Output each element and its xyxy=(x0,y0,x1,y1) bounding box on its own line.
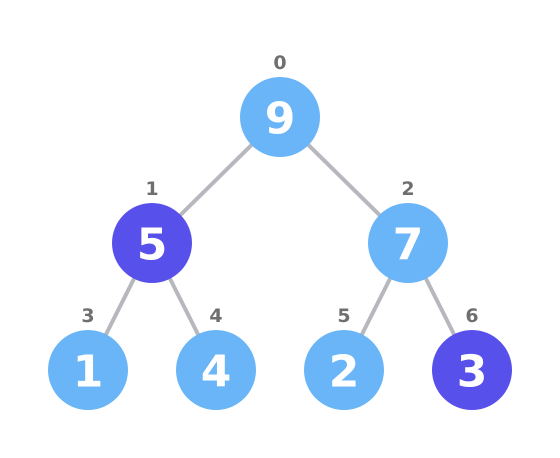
tree-node-6: 36 xyxy=(432,305,512,410)
tree-node-4: 44 xyxy=(176,305,256,410)
node-value: 1 xyxy=(73,347,104,398)
node-circle xyxy=(368,203,448,283)
node-value: 3 xyxy=(457,347,488,398)
node-index-label: 5 xyxy=(337,305,350,327)
highlighted-node-circle xyxy=(112,203,192,283)
node-circle xyxy=(48,330,128,410)
node-index-label: 6 xyxy=(465,305,478,327)
tree-node-1: 51 xyxy=(112,178,192,283)
node-index-label: 4 xyxy=(209,305,222,327)
node-value: 7 xyxy=(393,220,424,271)
node-value: 2 xyxy=(329,347,360,398)
node-circle xyxy=(304,330,384,410)
node-index-label: 0 xyxy=(273,52,286,74)
node-value: 4 xyxy=(201,347,232,398)
node-index-label: 1 xyxy=(145,178,158,200)
tree-node-3: 13 xyxy=(48,305,128,410)
node-index-label: 3 xyxy=(81,305,94,327)
tree-node-2: 72 xyxy=(368,178,448,283)
tree-node-0: 90 xyxy=(240,52,320,157)
highlighted-node-circle xyxy=(432,330,512,410)
node-value: 5 xyxy=(137,220,168,271)
node-value: 9 xyxy=(265,94,296,145)
node-circle xyxy=(176,330,256,410)
node-circle xyxy=(240,77,320,157)
node-index-label: 2 xyxy=(401,178,414,200)
tree-node-5: 25 xyxy=(304,305,384,410)
